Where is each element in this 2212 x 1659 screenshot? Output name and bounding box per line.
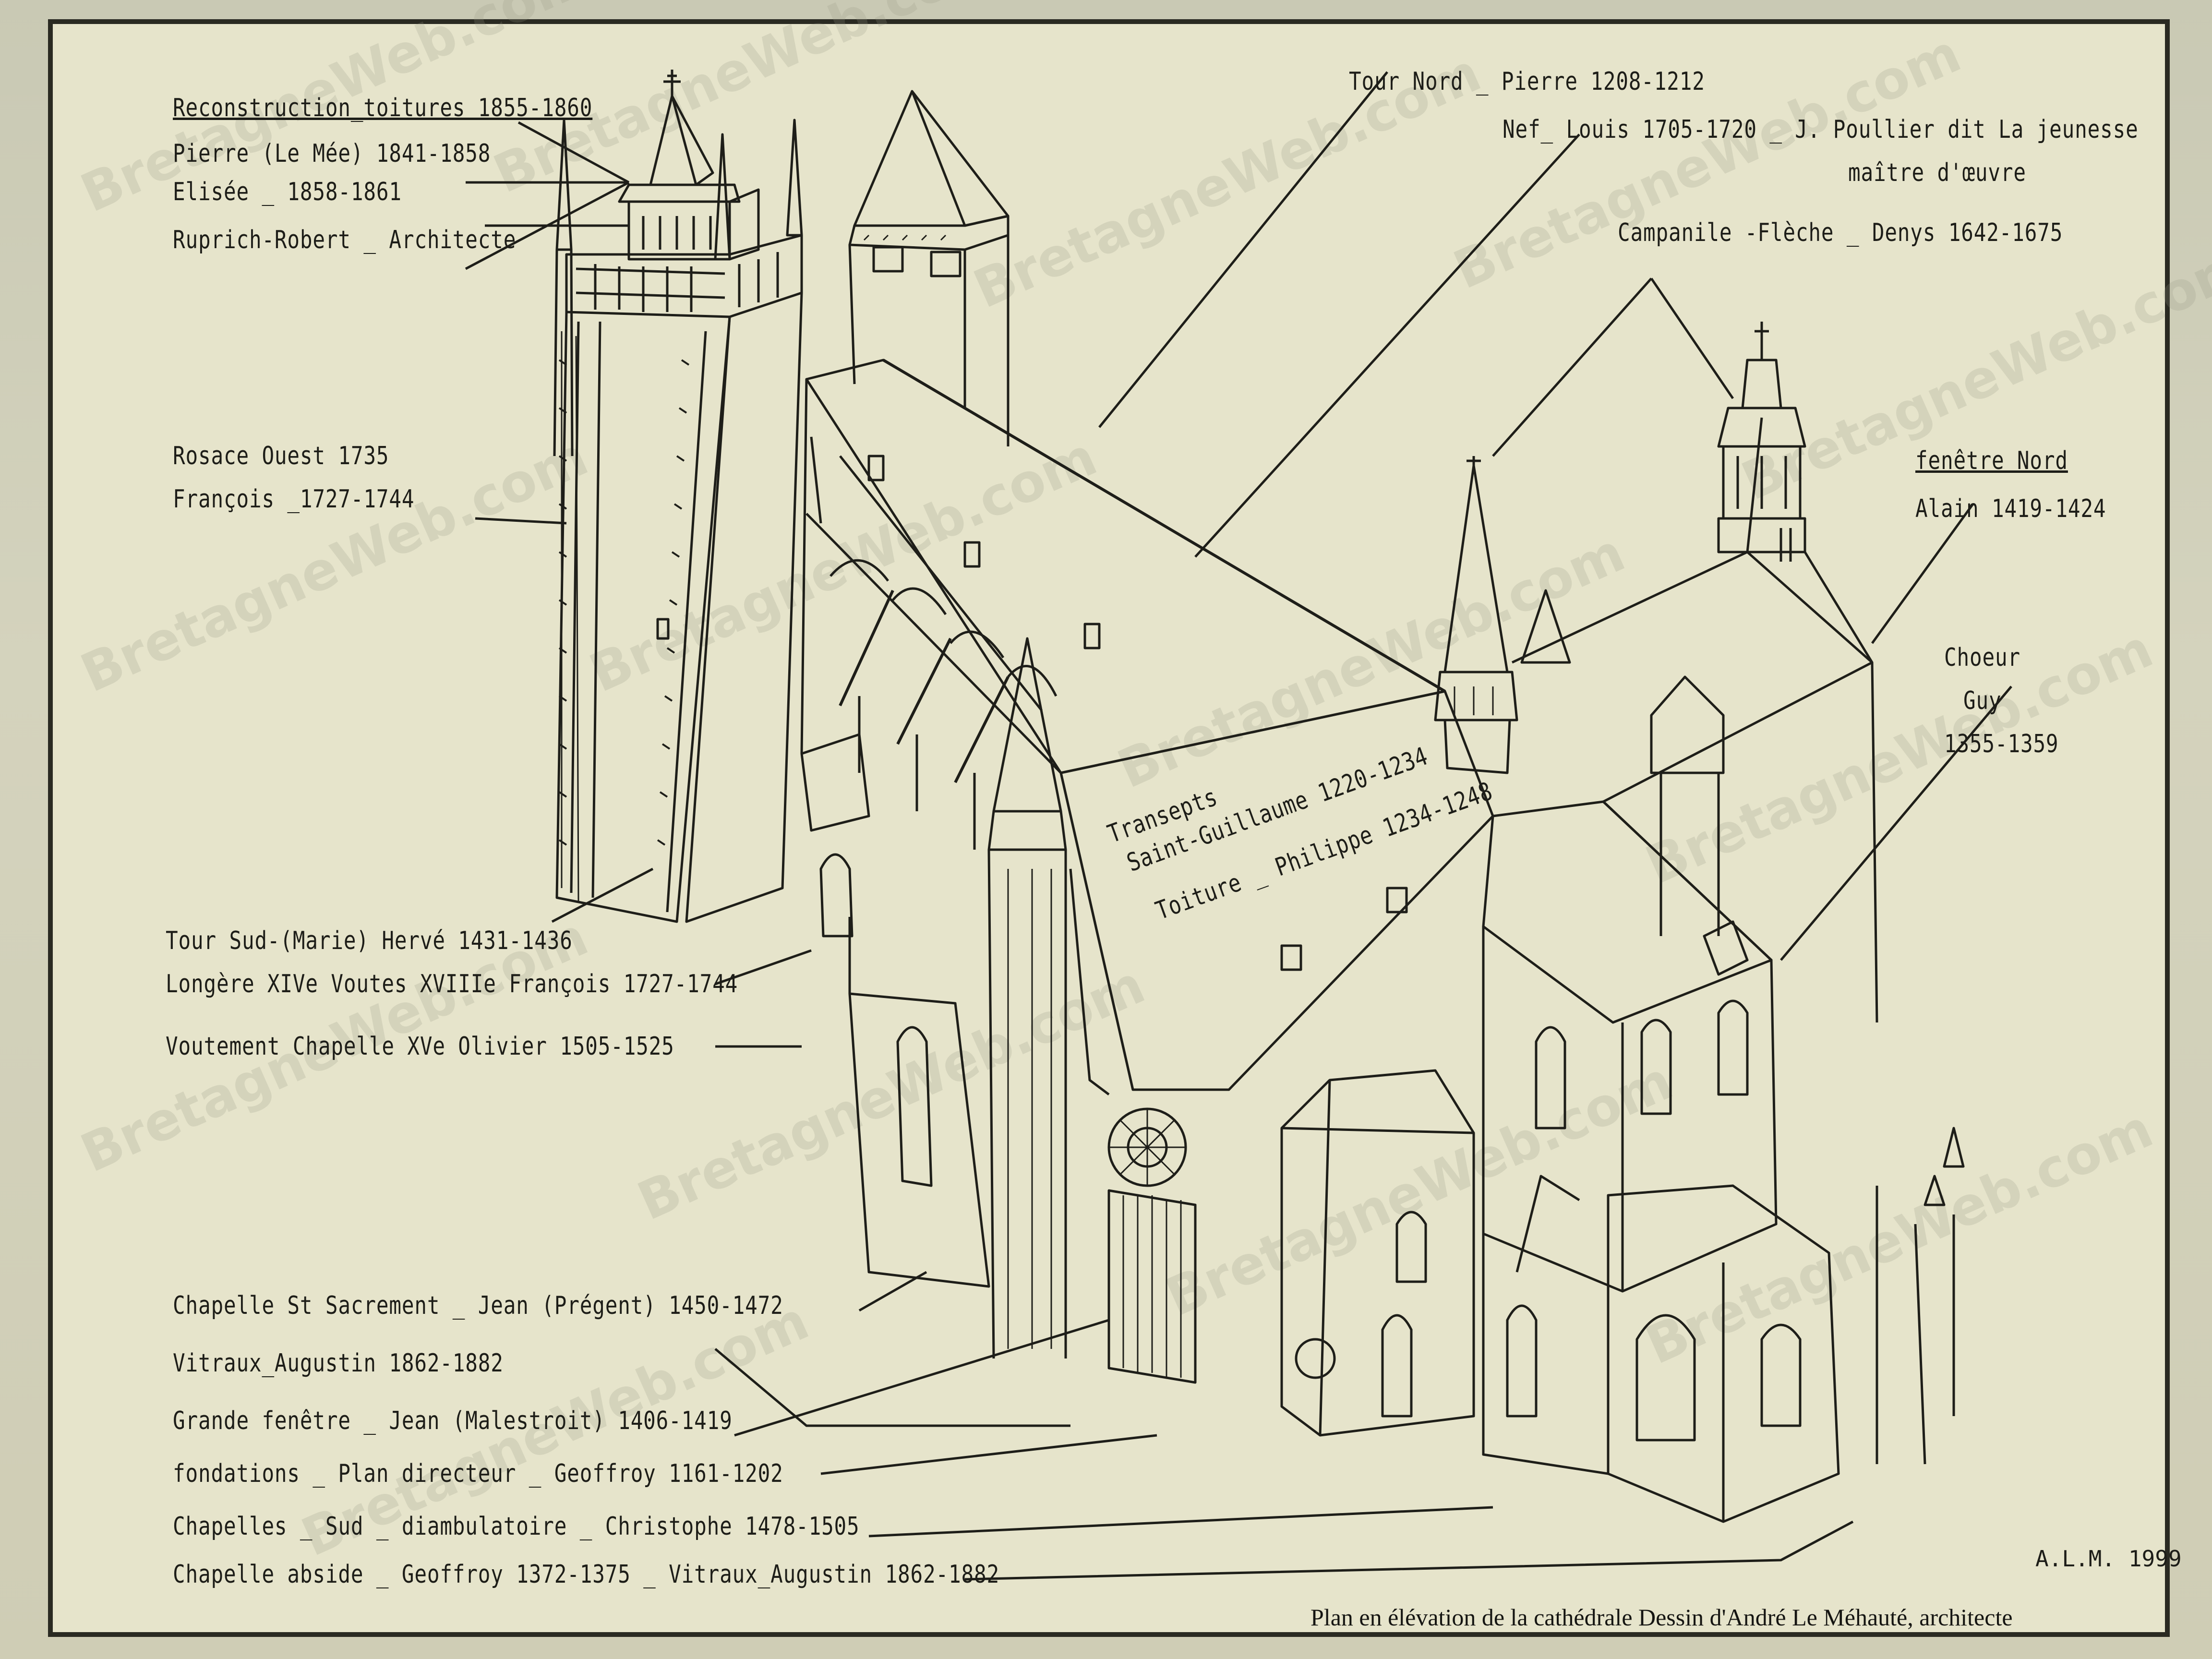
label-guy: Guy	[1963, 686, 2002, 715]
label-elisee: Elisée _ 1858-1861	[173, 178, 402, 206]
label-chapelle-abside: Chapelle abside _ Geoffroy 1372-1375 _ V…	[173, 1560, 999, 1589]
choir-apse	[1482, 800, 1965, 1523]
transept	[1059, 417, 1874, 1091]
label-voutement: Voutement Chapelle XVe Olivier 1505-1525	[166, 1032, 674, 1061]
south-chapels	[800, 637, 1609, 1475]
campanile	[1717, 322, 1806, 562]
label-nef: Nef_ Louis 1705-1720 _ J. Poullier dit L…	[1503, 115, 2139, 144]
label-nef-maitre: maître d'œuvre	[1848, 158, 2026, 187]
caption: Plan en élévation de la cathédrale Dessi…	[1310, 1604, 2013, 1631]
south-tower	[553, 70, 803, 923]
label-tour-nord: Tour Nord _ Pierre 1208-1212	[1349, 67, 1705, 96]
label-vitraux-augustin: Vitraux_Augustin 1862-1882	[173, 1349, 504, 1378]
label-reconstruction: Reconstruction_toitures 1855-1860	[173, 94, 593, 122]
drawing-panel: BretagneWeb.com BretagneWeb.com Bretagne…	[48, 0, 2212, 1637]
label-francois-rosace: François _1727-1744	[173, 485, 415, 514]
signature: A.L.M. 1999	[2035, 1546, 2182, 1572]
cathedral-elevation-drawing	[465, 70, 2012, 1581]
label-rosace-ouest: Rosace Ouest 1735	[173, 442, 389, 470]
label-campanile: Campanile -Flèche _ Denys 1642-1675	[1618, 218, 2063, 247]
label-tour-sud: Tour Sud-(Marie) Hervé 1431-1436	[166, 926, 573, 955]
label-grande-fenetre: Grande fenêtre _ Jean (Malestroit) 1406-…	[173, 1407, 733, 1435]
label-longere: Longère XIVe Voutes XVIIIe François 1727…	[166, 970, 738, 998]
label-chapelle-st-sacrement: Chapelle St Sacrement _ Jean (Prégent) 1…	[173, 1291, 783, 1320]
leader-lines	[465, 71, 2012, 1581]
label-guy-dates: 1355-1359	[1944, 730, 2059, 758]
label-fenetre-nord: fenêtre Nord	[1915, 446, 2068, 475]
label-fondations: fondations _ Plan directeur _ Geoffroy 1…	[173, 1459, 783, 1488]
label-pierre-le-mee: Pierre (Le Mée) 1841-1858	[173, 139, 491, 168]
north-choir	[1650, 551, 1878, 1023]
label-choeur: Choeur	[1944, 643, 2020, 672]
label-alain: Alain 1419-1424	[1915, 494, 2106, 523]
label-ruprich-robert: Ruprich-Robert _ Architecte	[173, 226, 517, 254]
north-tower	[848, 90, 1010, 446]
label-chapelles-sud: Chapelles _ Sud _ diambulatoire _ Christ…	[173, 1512, 860, 1541]
